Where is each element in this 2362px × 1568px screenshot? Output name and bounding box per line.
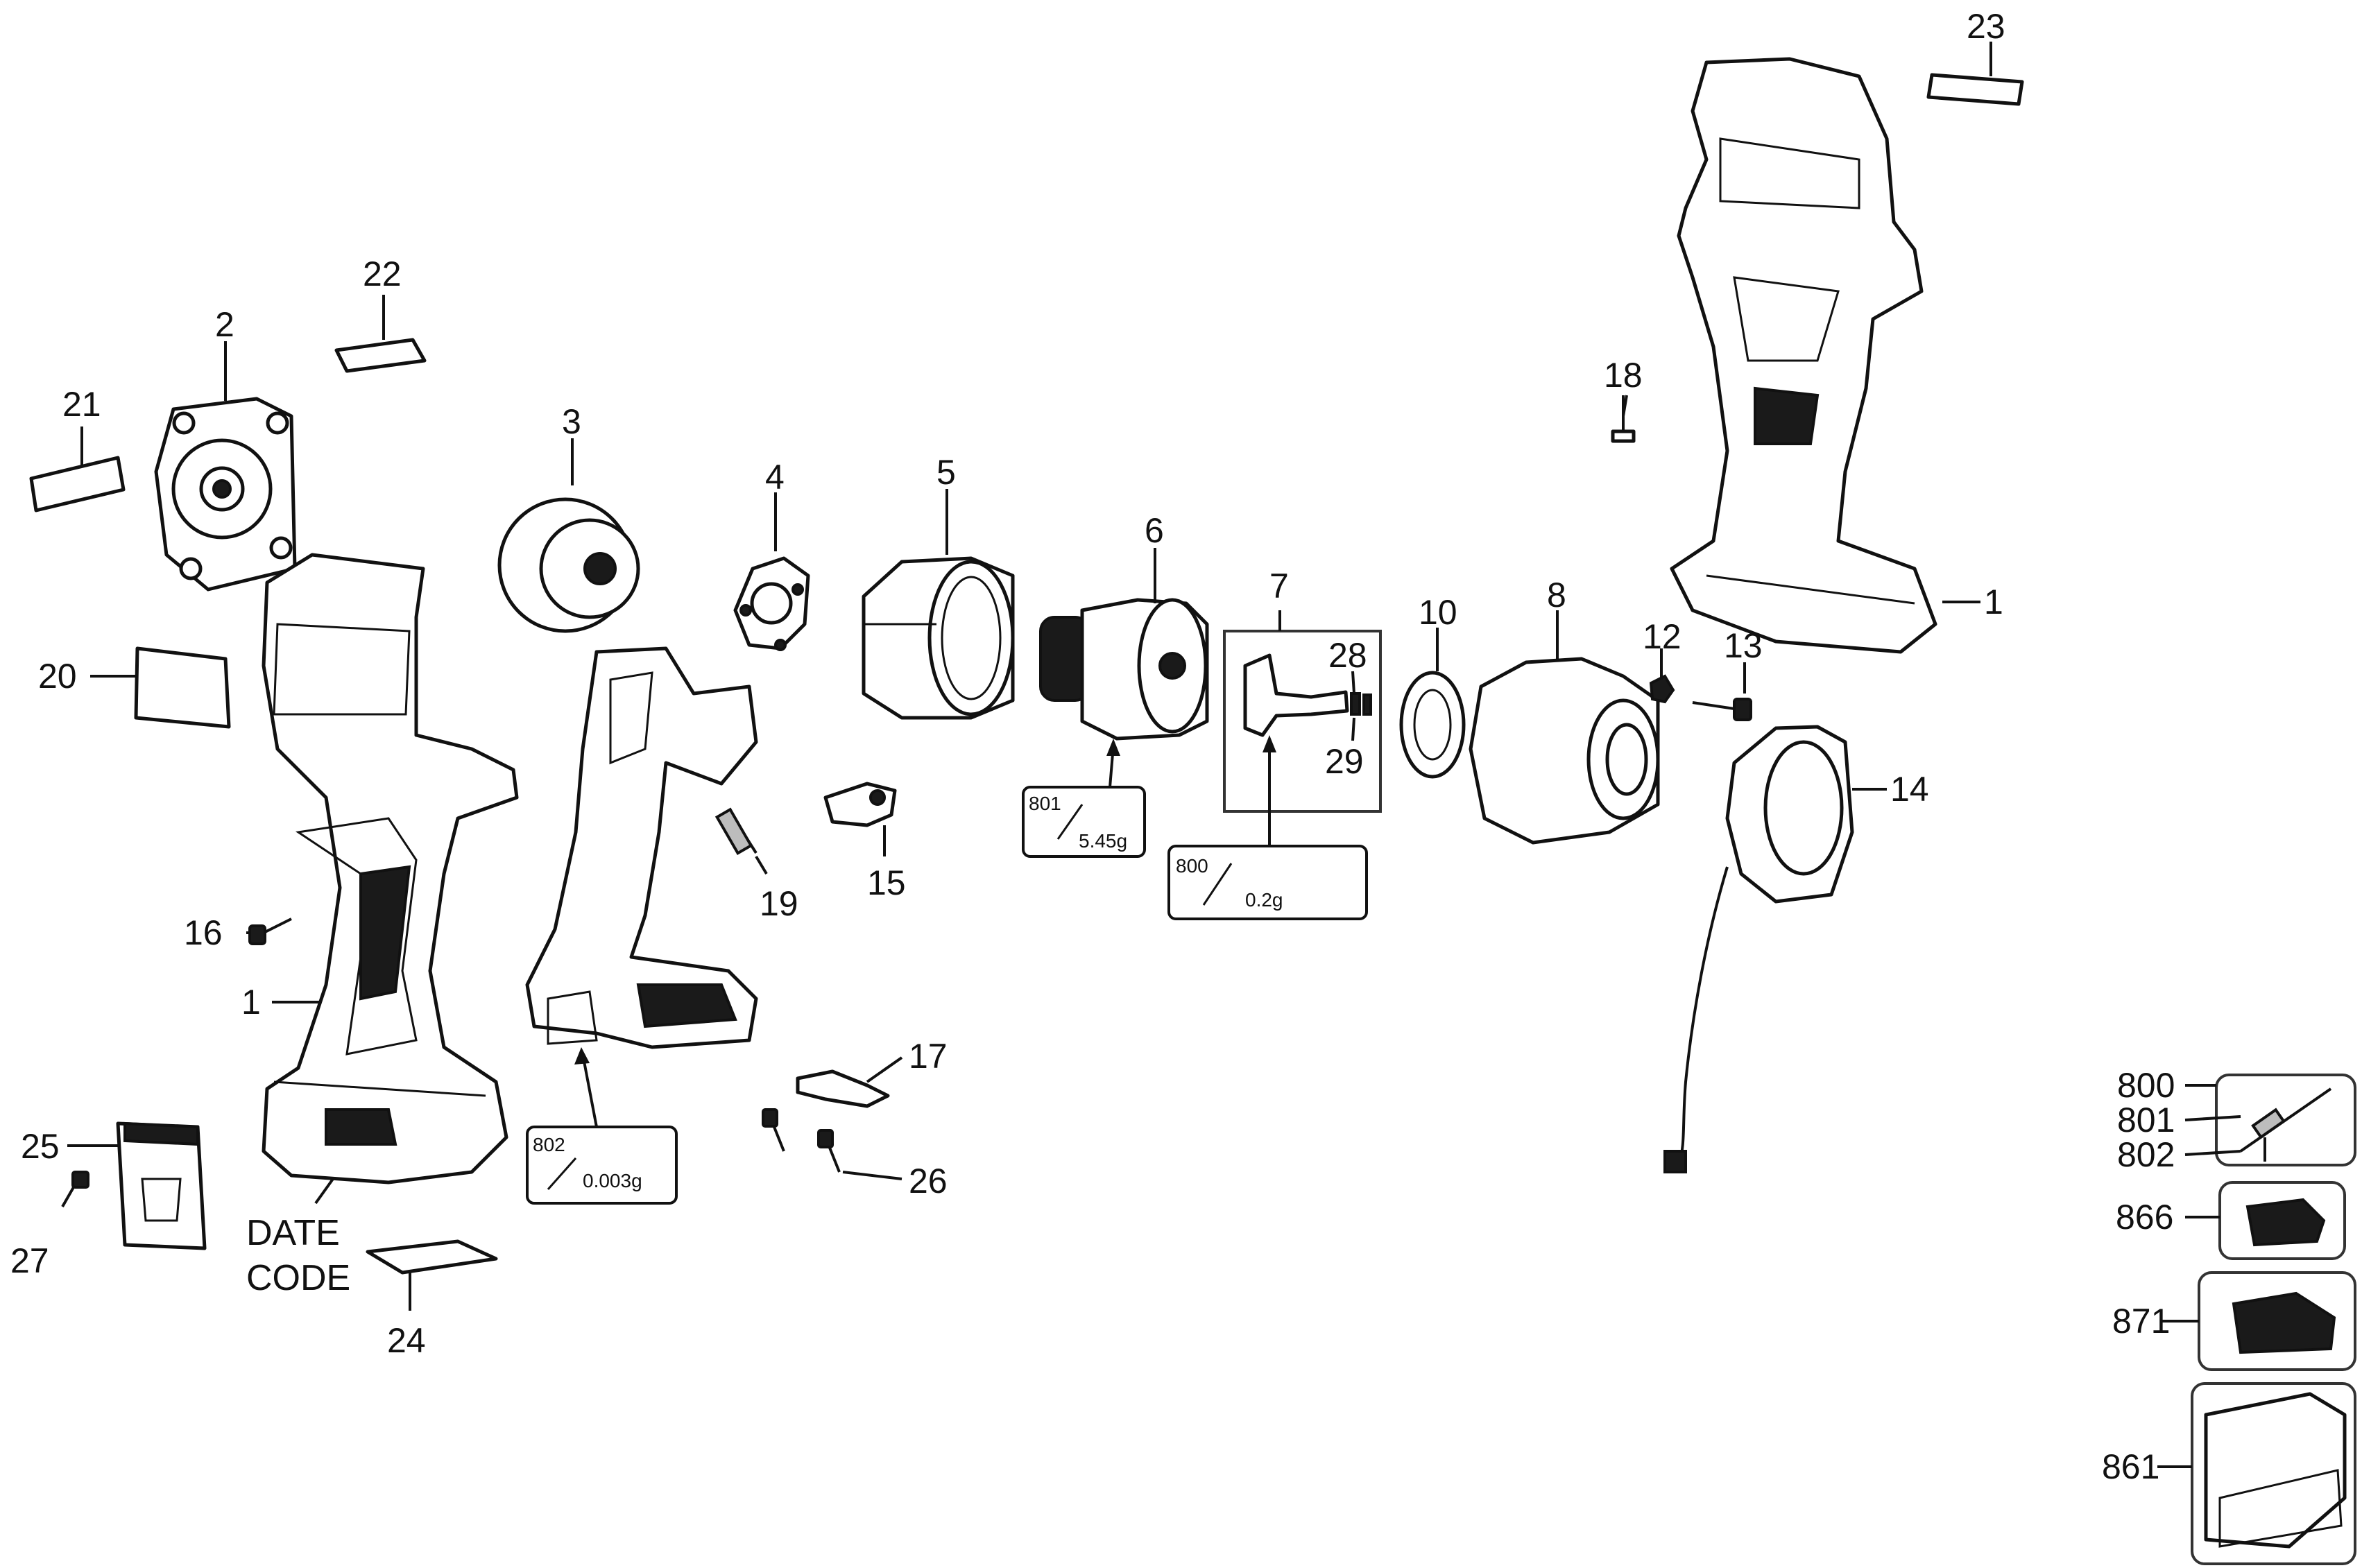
label-part-23: 23 bbox=[1967, 7, 2005, 46]
part-21-label-plate bbox=[29, 456, 126, 512]
label-part-28: 28 bbox=[1328, 636, 1367, 675]
label-part-1-left: 1 bbox=[241, 983, 261, 1022]
part-1-left-housing bbox=[262, 553, 519, 1184]
part-17-clip bbox=[796, 1069, 890, 1108]
label-part-27: 27 bbox=[10, 1241, 49, 1280]
part-5-ring-gear-housing bbox=[862, 556, 1015, 720]
part-1-right-housing bbox=[1670, 57, 1937, 654]
leader-lines bbox=[67, 42, 2241, 1468]
accessory-charger-871 bbox=[2198, 1271, 2356, 1371]
label-part-2: 2 bbox=[215, 305, 234, 344]
label-part-1-right: 1 bbox=[1984, 583, 2003, 621]
label-part-14: 14 bbox=[1890, 770, 1929, 809]
part-12-nut bbox=[1649, 674, 1675, 704]
label-part-24: 24 bbox=[387, 1321, 426, 1360]
label-part-17: 17 bbox=[909, 1037, 948, 1076]
label-part-802: 802 bbox=[2117, 1135, 2175, 1174]
accessory-battery-866 bbox=[2218, 1181, 2346, 1260]
part-20-label-plate bbox=[134, 646, 231, 729]
part-2-end-cap bbox=[154, 397, 297, 592]
label-part-4: 4 bbox=[765, 458, 785, 497]
date-code-line-2: CODE bbox=[246, 1258, 350, 1298]
label-part-21: 21 bbox=[62, 385, 101, 424]
part-25-battery-latch bbox=[116, 1121, 207, 1250]
part-16-screw bbox=[248, 917, 292, 945]
label-part-26: 26 bbox=[909, 1162, 948, 1200]
label-part-15: 15 bbox=[867, 863, 906, 902]
label-part-16: 16 bbox=[184, 913, 223, 952]
part-number-labels: 21 2 22 23 3 4 5 6 7 28 29 10 8 12 13 14… bbox=[10, 7, 2175, 1486]
label-part-12: 12 bbox=[1643, 617, 1681, 656]
label-part-7: 7 bbox=[1269, 567, 1289, 605]
grease-amount-802: 0.003g bbox=[583, 1170, 642, 1191]
label-part-19: 19 bbox=[760, 884, 798, 923]
label-part-800: 800 bbox=[2117, 1066, 2175, 1105]
grease-tag-802: 802 0.003g bbox=[526, 1126, 678, 1205]
label-part-13: 13 bbox=[1724, 626, 1763, 665]
accessory-grease-tool bbox=[2215, 1074, 2356, 1166]
grease-code-800: 800 bbox=[1176, 855, 1208, 877]
part-3-motor-switch-assembly bbox=[497, 497, 758, 1049]
label-part-866: 866 bbox=[2116, 1198, 2173, 1237]
label-part-6: 6 bbox=[1145, 511, 1164, 550]
accessory-case-861 bbox=[2191, 1382, 2356, 1565]
label-part-8: 8 bbox=[1547, 576, 1566, 614]
label-part-22: 22 bbox=[363, 255, 402, 293]
grease-code-801: 801 bbox=[1029, 793, 1061, 814]
label-part-801: 801 bbox=[2117, 1101, 2175, 1139]
part-14-led-ring bbox=[1663, 725, 1854, 1173]
part-23-label-plate bbox=[1926, 73, 2024, 106]
part-10-washer bbox=[1399, 671, 1466, 779]
part-19-spring bbox=[714, 807, 758, 855]
label-part-5: 5 bbox=[936, 453, 956, 492]
part-8-gear-case bbox=[1469, 657, 1660, 845]
grease-tag-800: 800 0.2g bbox=[1167, 845, 1368, 920]
label-part-871: 871 bbox=[2112, 1302, 2170, 1341]
part-4-retainer-plate bbox=[733, 556, 810, 651]
part-27-screw bbox=[61, 1171, 89, 1207]
date-code-line-1: DATE bbox=[246, 1213, 340, 1253]
label-part-3: 3 bbox=[562, 402, 581, 441]
part-13-screw bbox=[1692, 698, 1752, 721]
grease-tag-801: 801 5.45g bbox=[1022, 786, 1146, 858]
label-part-10: 10 bbox=[1419, 593, 1457, 632]
label-part-18: 18 bbox=[1604, 356, 1643, 395]
label-part-861: 861 bbox=[2102, 1447, 2159, 1486]
grease-amount-800: 0.2g bbox=[1245, 889, 1283, 911]
grease-amount-801: 5.45g bbox=[1079, 830, 1127, 852]
label-part-20: 20 bbox=[38, 657, 77, 696]
part-26-screws bbox=[762, 1108, 841, 1173]
grease-code-802: 802 bbox=[533, 1134, 565, 1155]
part-22-label-plate bbox=[334, 338, 427, 373]
label-part-29: 29 bbox=[1325, 742, 1364, 781]
label-part-25: 25 bbox=[21, 1127, 60, 1166]
part-6-planetary-gear-set bbox=[1039, 598, 1209, 741]
part-15-bracket bbox=[823, 782, 897, 827]
part-24-label-plate bbox=[366, 1239, 498, 1275]
